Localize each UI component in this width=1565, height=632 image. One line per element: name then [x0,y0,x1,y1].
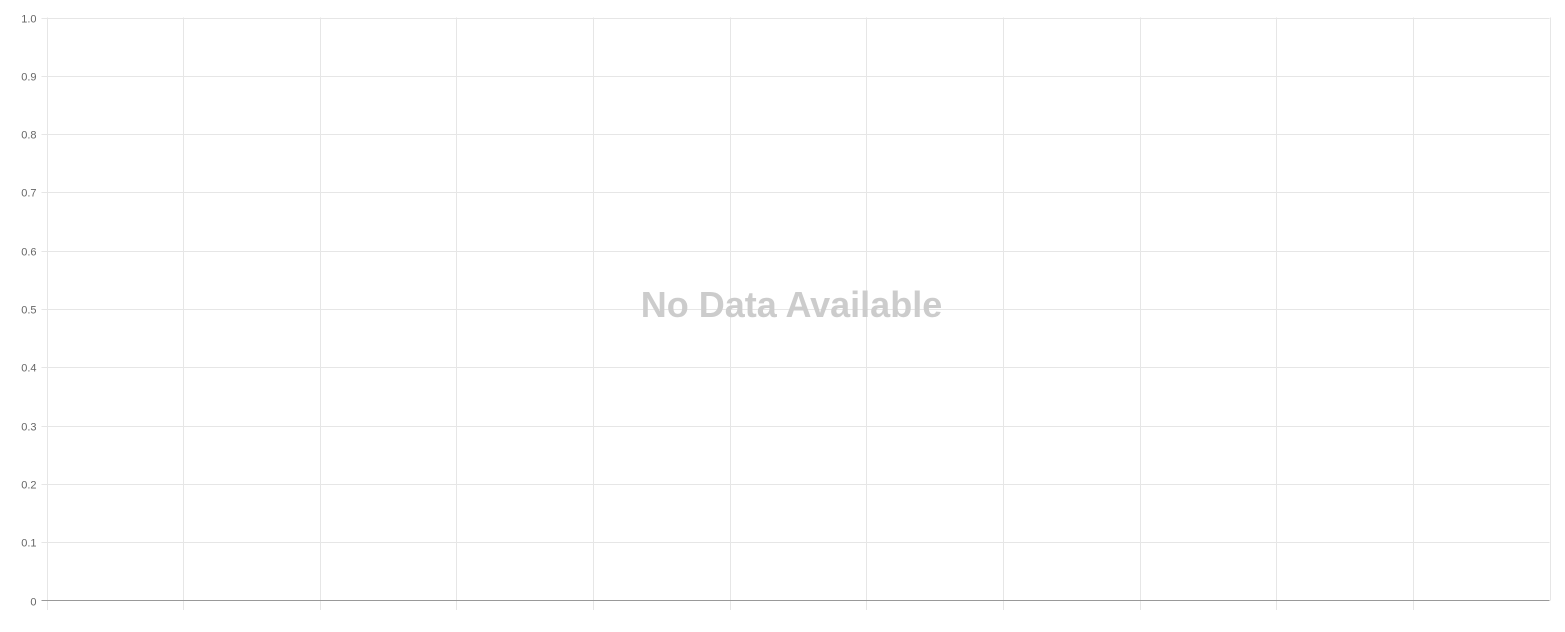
y-tick-label: 1.0 [21,14,36,26]
y-tick-label: 0.9 [21,72,36,84]
y-tick-label: 0.4 [21,363,36,375]
no-data-message: No Data Available [640,284,943,325]
y-tick-label: 0.5 [21,305,36,317]
y-tick-label: 0.8 [21,130,36,142]
y-tick-label: 0.7 [21,188,36,200]
y-axis-ticks: 0 0.1 0.2 0.3 0.4 0.5 0.6 0.7 0.8 0.9 1.0 [21,14,36,609]
y-tick-label: 0.1 [21,538,36,550]
y-tick-label: 0.3 [21,422,36,434]
y-tick-label: 0 [30,597,36,609]
horizontal-gridlines [41,18,1550,543]
y-tick-label: 0.2 [21,480,36,492]
y-tick-label: 0.6 [21,247,36,259]
vertical-gridlines [47,17,1551,610]
